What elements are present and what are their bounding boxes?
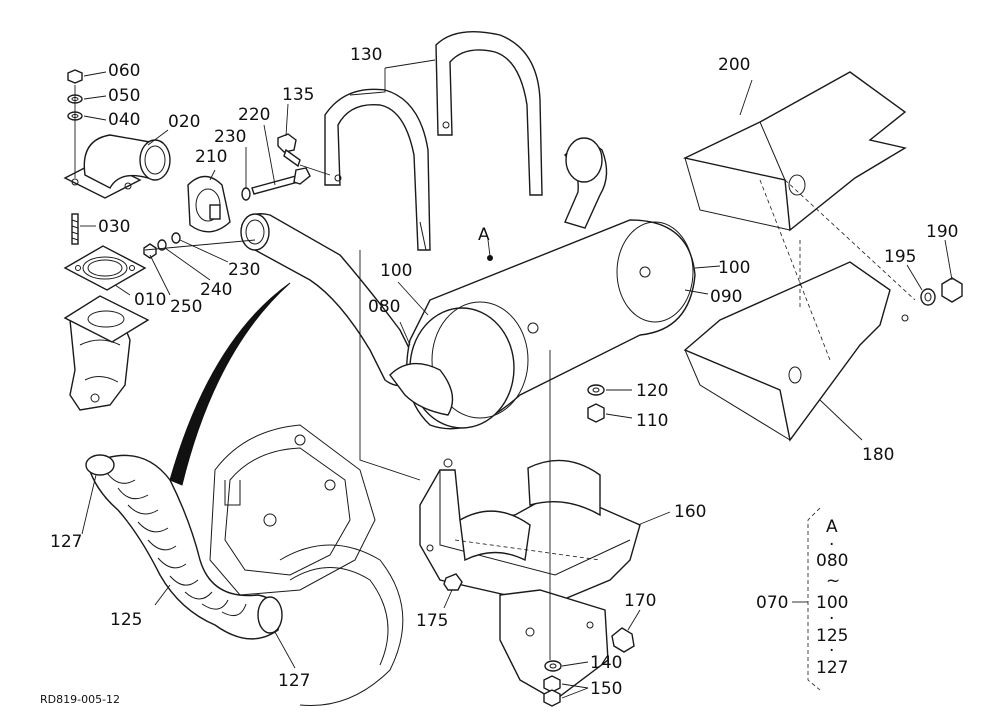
elbow-pipe-020 bbox=[63, 134, 171, 199]
heat-shield-180 bbox=[683, 261, 909, 442]
callout-230-lower: 230 bbox=[228, 260, 260, 280]
washer-230a bbox=[241, 187, 251, 201]
bolt-170 bbox=[611, 627, 635, 653]
bolt-220 bbox=[251, 167, 311, 195]
group-sep-2: · bbox=[829, 609, 834, 629]
callout-040: 040 bbox=[108, 110, 140, 130]
callout-240: 240 bbox=[200, 280, 232, 300]
nut-150b bbox=[543, 689, 561, 707]
group-item-080: 080 bbox=[816, 551, 848, 571]
strap-130-rear bbox=[435, 30, 543, 196]
callout-070: 070 bbox=[756, 593, 788, 613]
group-item-100: 100 bbox=[816, 593, 848, 613]
group-sep-3: · bbox=[829, 641, 834, 661]
callout-127-lower: 127 bbox=[278, 671, 310, 691]
callout-175: 175 bbox=[416, 611, 448, 631]
callout-110: 110 bbox=[636, 411, 668, 431]
manifold-flange bbox=[63, 295, 150, 343]
hose-clamp-127b bbox=[257, 596, 283, 634]
drawing-code: RD819-005-12 bbox=[40, 693, 120, 706]
stay-lower-bracket bbox=[499, 589, 609, 701]
group-range: ~ bbox=[826, 571, 840, 591]
group-item-a: A bbox=[826, 517, 838, 537]
callout-100-right: 100 bbox=[718, 258, 750, 278]
callout-010: 010 bbox=[134, 290, 166, 310]
callout-190: 190 bbox=[926, 222, 958, 242]
gasket-010 bbox=[63, 245, 147, 291]
group-item-127: 127 bbox=[816, 658, 848, 678]
heat-shield-200 bbox=[682, 71, 907, 232]
callout-125: 125 bbox=[110, 610, 142, 630]
nut-150a bbox=[543, 675, 561, 693]
leader-lines bbox=[80, 59, 953, 699]
callout-a: A bbox=[478, 225, 490, 245]
callout-220: 220 bbox=[238, 105, 270, 125]
callout-090: 090 bbox=[710, 287, 742, 307]
tail-pipe bbox=[564, 137, 608, 229]
callout-250: 250 bbox=[170, 297, 202, 317]
bolt-175 bbox=[443, 573, 463, 591]
callout-180: 180 bbox=[862, 445, 894, 465]
stud-030 bbox=[71, 213, 79, 245]
callout-020: 020 bbox=[168, 112, 200, 132]
callout-195: 195 bbox=[884, 247, 916, 267]
washer-195 bbox=[920, 288, 936, 306]
washer-120 bbox=[587, 384, 605, 396]
point-a-marker bbox=[487, 255, 493, 261]
assembly-group-070: A · 080 ~ 100 · 125 · 127 bbox=[792, 507, 848, 691]
callout-150: 150 bbox=[590, 679, 622, 699]
callout-050: 050 bbox=[108, 86, 140, 106]
callout-120: 120 bbox=[636, 381, 668, 401]
callout-030: 030 bbox=[98, 217, 130, 237]
engine-housing bbox=[209, 424, 404, 707]
centre-lines bbox=[74, 85, 916, 660]
callout-100-left: 100 bbox=[380, 261, 412, 281]
callout-labels: 060 050 040 020 030 010 250 240 230 210 … bbox=[50, 45, 958, 699]
callout-140: 140 bbox=[590, 653, 622, 673]
nut-250 bbox=[143, 243, 157, 259]
washer-240 bbox=[157, 239, 167, 251]
washer-230b bbox=[171, 232, 181, 244]
nut-060 bbox=[67, 69, 83, 84]
callout-170: 170 bbox=[624, 591, 656, 611]
callout-135: 135 bbox=[282, 85, 314, 105]
muffler-outlet-elbow bbox=[389, 362, 454, 416]
callout-160: 160 bbox=[674, 502, 706, 522]
callout-060: 060 bbox=[108, 61, 140, 81]
bolt-135 bbox=[277, 133, 301, 168]
callout-230-upper: 230 bbox=[214, 127, 246, 147]
clamp-210 bbox=[187, 175, 231, 233]
bolt-110 bbox=[587, 403, 605, 423]
group-item-125: 125 bbox=[816, 626, 848, 646]
washer-140 bbox=[544, 660, 562, 672]
callout-210: 210 bbox=[195, 147, 227, 167]
callout-080: 080 bbox=[368, 297, 400, 317]
callout-127-upper: 127 bbox=[50, 532, 82, 552]
bolt-190 bbox=[941, 277, 963, 303]
callout-200: 200 bbox=[718, 55, 750, 75]
callout-130: 130 bbox=[350, 45, 382, 65]
strap-130-front bbox=[324, 88, 431, 251]
group-sep-1: · bbox=[829, 535, 834, 555]
assembly-arrow bbox=[169, 282, 291, 486]
hose-clamp-127a bbox=[85, 454, 115, 476]
